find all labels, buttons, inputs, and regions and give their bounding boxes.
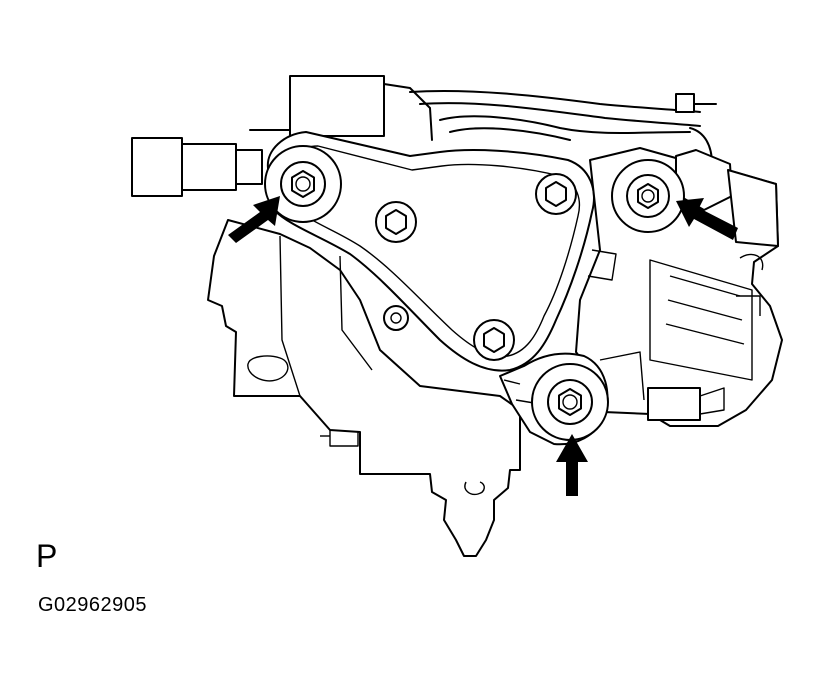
top-tube — [409, 89, 717, 165]
plate-bolt-bottom — [473, 319, 515, 361]
bolt-top-right — [611, 159, 685, 233]
small-boss — [383, 305, 409, 331]
arrow-top-right — [676, 198, 738, 240]
arrow-top-left — [228, 196, 280, 243]
figure-code: G02962905 — [38, 594, 148, 616]
left-connector — [131, 129, 291, 201]
bolt-top-left — [264, 145, 342, 223]
upper-housing — [289, 75, 433, 159]
plate-bolt-left — [375, 201, 417, 243]
view-letter: P — [36, 538, 58, 574]
main-housing — [207, 219, 521, 557]
arrow-bottom — [556, 434, 588, 496]
cover-plate — [266, 131, 595, 372]
plate-bolt-right — [535, 173, 577, 215]
bolt-bottom — [531, 363, 609, 441]
